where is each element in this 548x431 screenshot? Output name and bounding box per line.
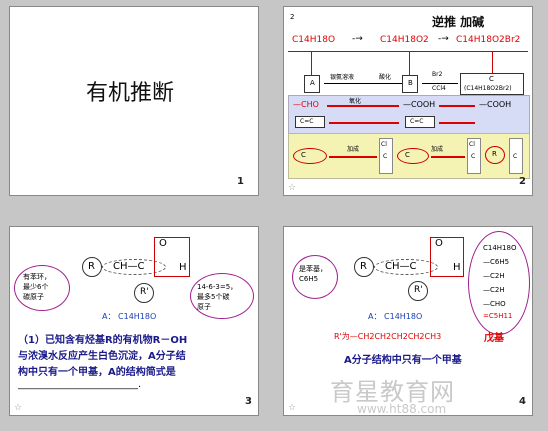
a-formula: A： C14H18O [102, 312, 157, 321]
slide-2-heading: 逆推 加碱 [432, 15, 485, 29]
slide-2-thumbnail[interactable]: 2 逆推 加碱 C14H18O -→ C14H18O2 -→ C14H18O2B… [283, 6, 533, 196]
arrow-line [422, 83, 458, 84]
step2-label: 酸化 [379, 74, 392, 81]
note: A分子结构中只有一个甲基 [344, 355, 462, 366]
step3-label: Br2 [432, 71, 443, 78]
question-line-3: 构中只有一个甲基，A的结构简式是 [18, 367, 176, 378]
formula-row: C14H18O -→ C14H18O2 -→ C14H18O2Br2 [288, 31, 528, 51]
formula-a: C14H18O [292, 35, 336, 45]
arrow-icon: -→ [352, 34, 363, 44]
red-arrow [439, 105, 475, 107]
a-formula: A： C14H18O [368, 312, 423, 321]
list-item: —C2H [483, 272, 505, 280]
list-item: —C2H [483, 286, 505, 294]
rp-identity: R'为—CH2CH2CH2CH2CH3 [334, 332, 442, 341]
formula-b: C14H18O2 [380, 35, 429, 45]
red-arrow [329, 156, 377, 158]
slide-number: 3 [245, 396, 252, 407]
red-link-line [409, 51, 410, 75]
cc-ellipse: C [293, 148, 327, 164]
question-line-1: （1）已知含有烃基R的有机物R－OH [18, 335, 188, 346]
red-arrow [439, 122, 475, 124]
watermark-logo: 育星教育网 [330, 378, 455, 406]
answer-blank: ________________________. [18, 379, 142, 390]
slide-number: 1 [237, 176, 244, 187]
functional-group-band: —CHO 氧化 —COOH —COOH C=C C=C [288, 95, 530, 135]
oxidize-label: 氧化 [349, 98, 362, 105]
rp-circle: R' [408, 281, 428, 301]
step3-sub: CCl4 [432, 85, 446, 92]
formula-c: C14H18O2Br2 [456, 35, 521, 45]
add-label-2: 加成 [431, 146, 444, 153]
add-label: 加成 [347, 146, 360, 153]
cc-ellipse: C [397, 148, 429, 164]
list-item: C14H18O [483, 244, 517, 252]
box-a: A [304, 75, 320, 93]
box-c: C (C14H18O2Br2) [460, 73, 524, 95]
slide-1-title: 有机推断 [86, 81, 175, 106]
cho-label: —CHO [293, 100, 319, 109]
addition-band: C 加成 Cl C C 加成 Cl C R C [288, 133, 530, 179]
carbonyl-box: O H [154, 237, 190, 277]
red-link-line [492, 51, 493, 73]
bracket-box: Cl C [379, 138, 393, 174]
step1-label: 银氨溶液 [330, 74, 355, 81]
corner-mark: 2 [290, 13, 295, 21]
star-icon: ☆ [288, 403, 297, 413]
red-link-line [311, 51, 312, 75]
left-note-ellipse: 有苯环， 最少6个 碳原子 [14, 265, 70, 311]
bracket-box: Cl C [467, 138, 481, 174]
star-icon: ☆ [288, 183, 297, 193]
red-arrow [329, 122, 399, 124]
carbonyl-box: O H [430, 237, 464, 277]
chain-ellipse: CH—C [374, 259, 438, 275]
box-b: B [402, 75, 418, 93]
list-item: —C6H5 [483, 258, 510, 266]
star-icon: ☆ [14, 403, 23, 413]
arrow-line [324, 83, 382, 84]
arrow-icon: -→ [438, 34, 449, 44]
list-item: =C5H11 [483, 312, 513, 320]
slide-3-thumbnail[interactable]: R CH—C O H R' 有苯环， 最少6个 碳原子 14-6-3=5， 最多… [9, 226, 259, 416]
left-note-ellipse: 是苯基， C6H5 [292, 255, 338, 299]
red-arrow [431, 156, 465, 158]
r-circle: R [82, 257, 102, 277]
amyl-label: 戊基 [484, 333, 504, 344]
cooh-label: —COOH [479, 100, 512, 109]
watermark-url: www.ht88.com [357, 402, 447, 416]
slide-1-thumbnail[interactable]: 有机推断 1 [9, 6, 259, 196]
cooh-label: —COOH [403, 100, 436, 109]
r-ellipse: R [485, 146, 505, 164]
arrow-line [380, 83, 402, 84]
question-line-2: 与浓溴水反应产生白色沉淀，A分子结 [18, 351, 186, 362]
cc-box: C=C [295, 116, 325, 128]
slide-4-thumbnail[interactable]: 是苯基， C6H5 R CH—C O H R' C14H18O —C6H5 —C… [283, 226, 533, 416]
list-item: —CHO [483, 300, 506, 308]
right-note-ellipse: 14-6-3=5， 最多5个碳 原子 [190, 273, 254, 319]
right-list-ellipse: C14H18O —C6H5 —C2H —C2H —CHO =C5H11 [468, 231, 530, 335]
rp-circle: R' [134, 283, 154, 303]
bracket-box: C [509, 138, 523, 174]
r-circle: R [354, 257, 374, 277]
slide-number: 4 [519, 396, 526, 407]
slide-number: 2 [519, 176, 526, 187]
red-arrow [327, 105, 399, 107]
red-underline [288, 51, 528, 52]
chain-ellipse: CH—C [102, 259, 166, 275]
cc-box: C=C [405, 116, 435, 128]
